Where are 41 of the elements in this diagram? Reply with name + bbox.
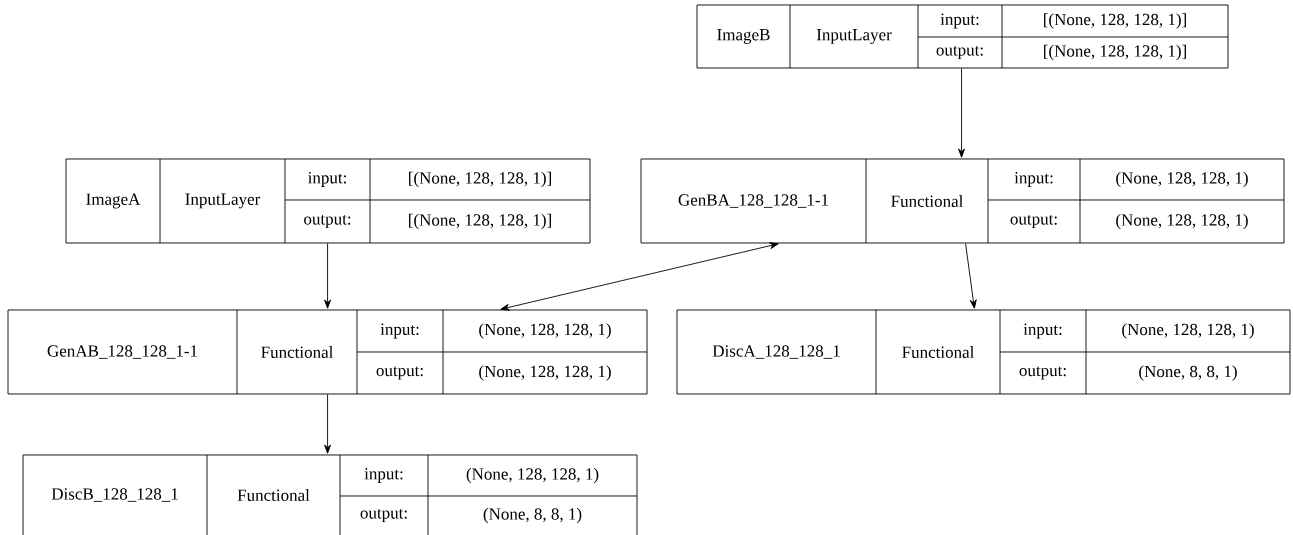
shape-text: [(None, 128, 128, 1)] bbox=[409, 213, 551, 230]
shape-text: (None, 8, 8, 1) bbox=[483, 507, 582, 524]
shape-text: (None, 128, 128, 1) bbox=[1122, 323, 1254, 339]
arrow bbox=[965, 243, 977, 309]
layer-type: Functional bbox=[261, 346, 334, 358]
layer-name: DiscB_128_128_1 bbox=[51, 488, 178, 502]
layer-type: InputLayer bbox=[816, 29, 892, 44]
port-label: input: bbox=[364, 468, 403, 483]
port-label: input: bbox=[380, 323, 419, 339]
layer-name: GenAB_128_128_1-1 bbox=[47, 345, 198, 359]
shape-text: [(None, 128, 128, 1)] bbox=[409, 171, 551, 188]
port-label: output: bbox=[376, 366, 423, 380]
layer-type: Functional bbox=[891, 195, 963, 207]
layer-type: Functional bbox=[902, 346, 974, 358]
layer-name: ImageA bbox=[86, 193, 141, 209]
layer-type: InputLayer bbox=[185, 193, 261, 209]
port-label: input: bbox=[1014, 172, 1053, 187]
port-label: output: bbox=[936, 45, 983, 60]
shape-text: (None, 128, 128, 1) bbox=[1116, 213, 1248, 230]
port-label: output: bbox=[304, 214, 351, 229]
port-label: input: bbox=[308, 172, 346, 187]
port-label: input: bbox=[1023, 323, 1062, 339]
port-label: input: bbox=[940, 13, 979, 29]
port-label: output: bbox=[360, 508, 407, 523]
shape-text: (None, 128, 128, 1) bbox=[479, 323, 611, 339]
shape-text: (None, 8, 8, 1) bbox=[1139, 365, 1237, 381]
shape-text: [(None, 128, 128, 1)] bbox=[1044, 13, 1186, 29]
port-label: output: bbox=[1010, 214, 1057, 229]
shape-text: (None, 128, 128, 1) bbox=[466, 467, 599, 484]
arrow bbox=[500, 242, 779, 311]
layer-name: DiscA_128_128_1 bbox=[712, 345, 840, 359]
layer-name: ImageB bbox=[717, 29, 770, 44]
layer-type: Functional bbox=[237, 489, 310, 501]
shape-text: (None, 128, 128, 1) bbox=[1116, 171, 1248, 188]
arrow bbox=[324, 243, 331, 309]
arrow bbox=[324, 394, 331, 454]
arrow bbox=[958, 68, 965, 158]
port-label: output: bbox=[1019, 366, 1066, 380]
shape-text: (None, 128, 128, 1) bbox=[479, 365, 611, 381]
layer-name: GenBA_128_128_1-1 bbox=[678, 194, 829, 208]
shape-text: [(None, 128, 128, 1)] bbox=[1044, 44, 1186, 61]
